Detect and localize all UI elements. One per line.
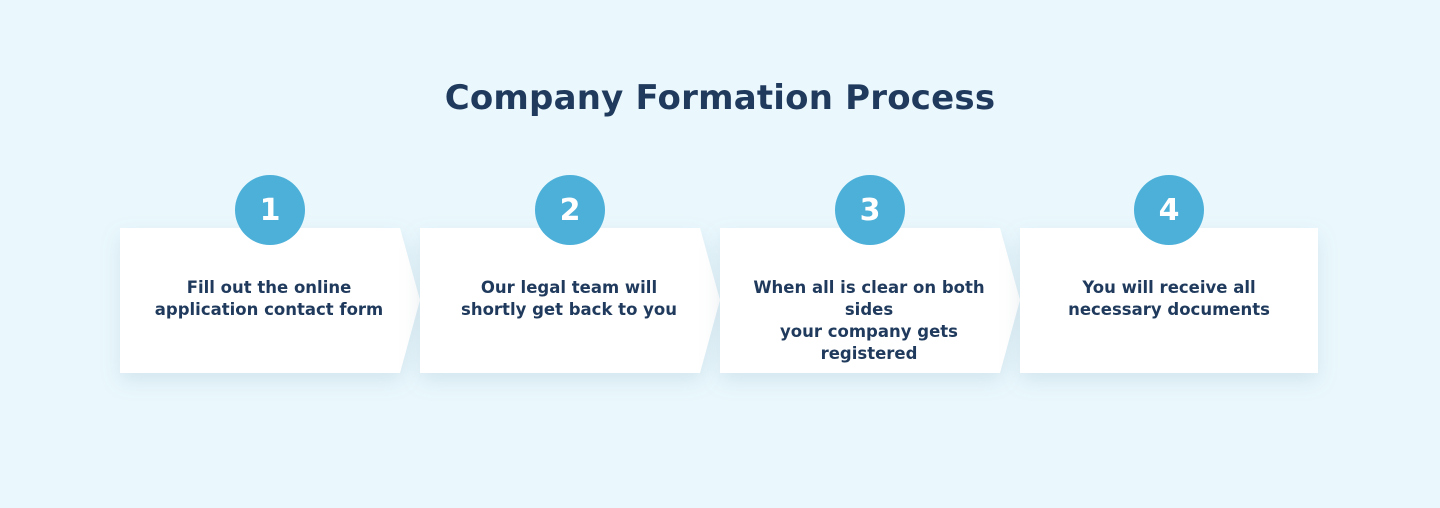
step-1: 1 Fill out the online application contac…	[120, 175, 420, 373]
step-number: 4	[1158, 192, 1180, 228]
step-4: 4 You will receive all necessary documen…	[1020, 175, 1318, 373]
step-card-shadow	[120, 228, 420, 373]
step-description-line: application contact form	[154, 300, 384, 319]
step-description-line: When all is clear on both sides	[753, 278, 985, 319]
step-card	[420, 228, 720, 373]
step-card-shadow	[1020, 228, 1318, 373]
step-2: 2 Our legal team will shortly get back t…	[420, 175, 720, 373]
step-description-line: You will receive all	[1082, 278, 1256, 297]
step-number: 2	[559, 192, 581, 228]
step-description-line: Our legal team will	[480, 278, 658, 297]
step-description-line: your company gets registered	[780, 322, 958, 363]
step-description: You will receive all necessary documents	[1029, 277, 1309, 321]
step-description-line: necessary documents	[1068, 300, 1270, 319]
step-number: 1	[259, 192, 281, 228]
step-card-shadow	[720, 228, 1020, 373]
step-number-badge: 4	[1134, 175, 1204, 245]
step-description-line: Fill out the online	[186, 278, 352, 297]
step-number-badge: 1	[235, 175, 305, 245]
step-card-shadow	[420, 228, 720, 373]
step-description: Fill out the online application contact …	[129, 277, 409, 321]
page-title: Company Formation Process	[444, 78, 996, 118]
step-description: When all is clear on both sides your com…	[729, 277, 1009, 365]
step-card	[120, 228, 420, 373]
step-3: 3 When all is clear on both sides your c…	[720, 175, 1020, 373]
step-number-badge: 2	[535, 175, 605, 245]
step-description-line: shortly get back to you	[461, 300, 677, 319]
step-card	[720, 228, 1020, 373]
step-number: 3	[859, 192, 881, 228]
step-number-badge: 3	[835, 175, 905, 245]
step-description: Our legal team will shortly get back to …	[429, 277, 709, 321]
step-card	[1020, 228, 1318, 373]
